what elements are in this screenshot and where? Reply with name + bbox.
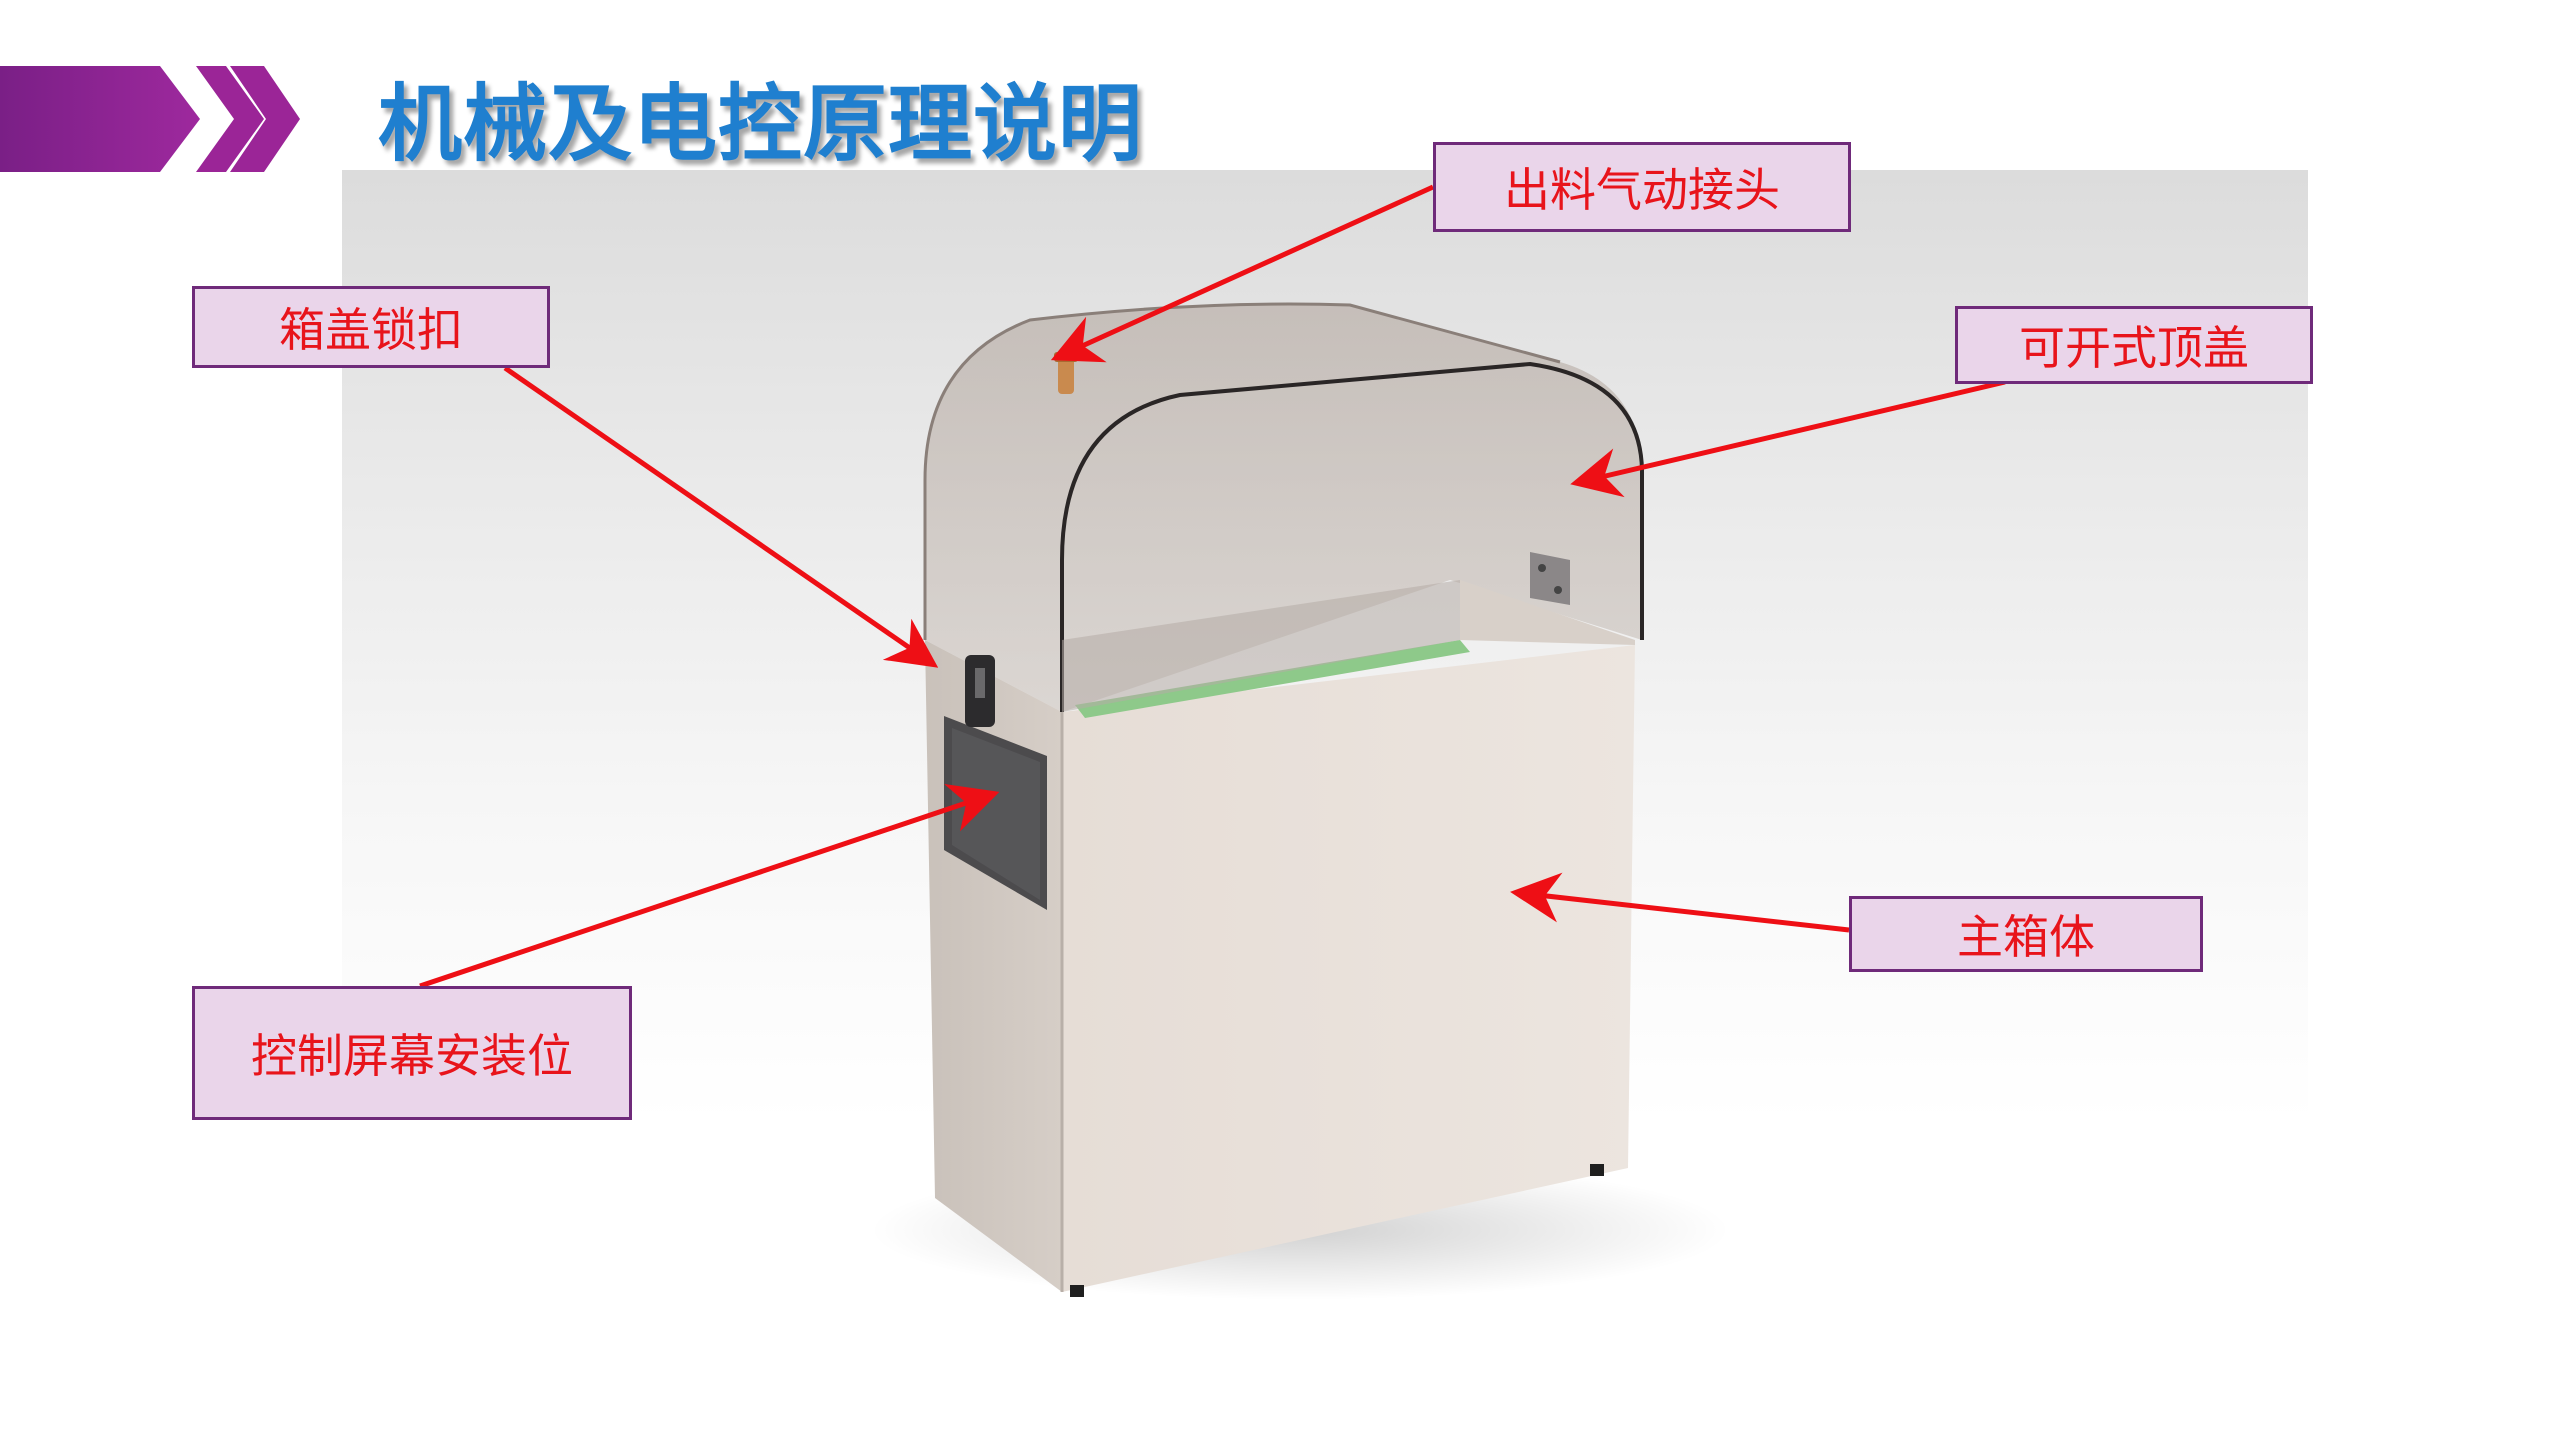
- body-arrow: [1510, 872, 1850, 933]
- box-front-panel: [1062, 645, 1635, 1292]
- chevron-icon: [196, 66, 264, 172]
- hinge-plate: [1530, 552, 1570, 605]
- callout-body-label: 主箱体: [1849, 896, 2203, 972]
- callout-lid-label: 可开式顶盖: [1955, 306, 2313, 384]
- chevron-icon: [160, 66, 238, 172]
- callout-screen-label: 控制屏幕安装位: [192, 986, 632, 1120]
- lid-side-edge: [923, 302, 1561, 640]
- lid-front-edge: [1060, 361, 1644, 712]
- page-title: 机械及电控原理说明: [378, 75, 1144, 173]
- lid-shell: [925, 304, 1642, 712]
- box-foot: [1590, 1164, 1604, 1176]
- latch-arrow: [503, 365, 939, 668]
- box-foot: [1070, 1285, 1084, 1297]
- lid-arrow: [1570, 379, 2006, 498]
- callout-latch-label: 箱盖锁扣: [192, 286, 550, 368]
- nozzle-arrow: [1050, 184, 1435, 363]
- interior-back-wall: [1062, 580, 1460, 712]
- interior-tray: [1075, 640, 1470, 718]
- screen-arrow: [419, 784, 1000, 989]
- header-chevron-band: [0, 66, 300, 172]
- callout-nozzle-label: 出料气动接头: [1433, 142, 1851, 232]
- header-band-bar: [0, 66, 228, 172]
- chevron-icon: [230, 66, 300, 172]
